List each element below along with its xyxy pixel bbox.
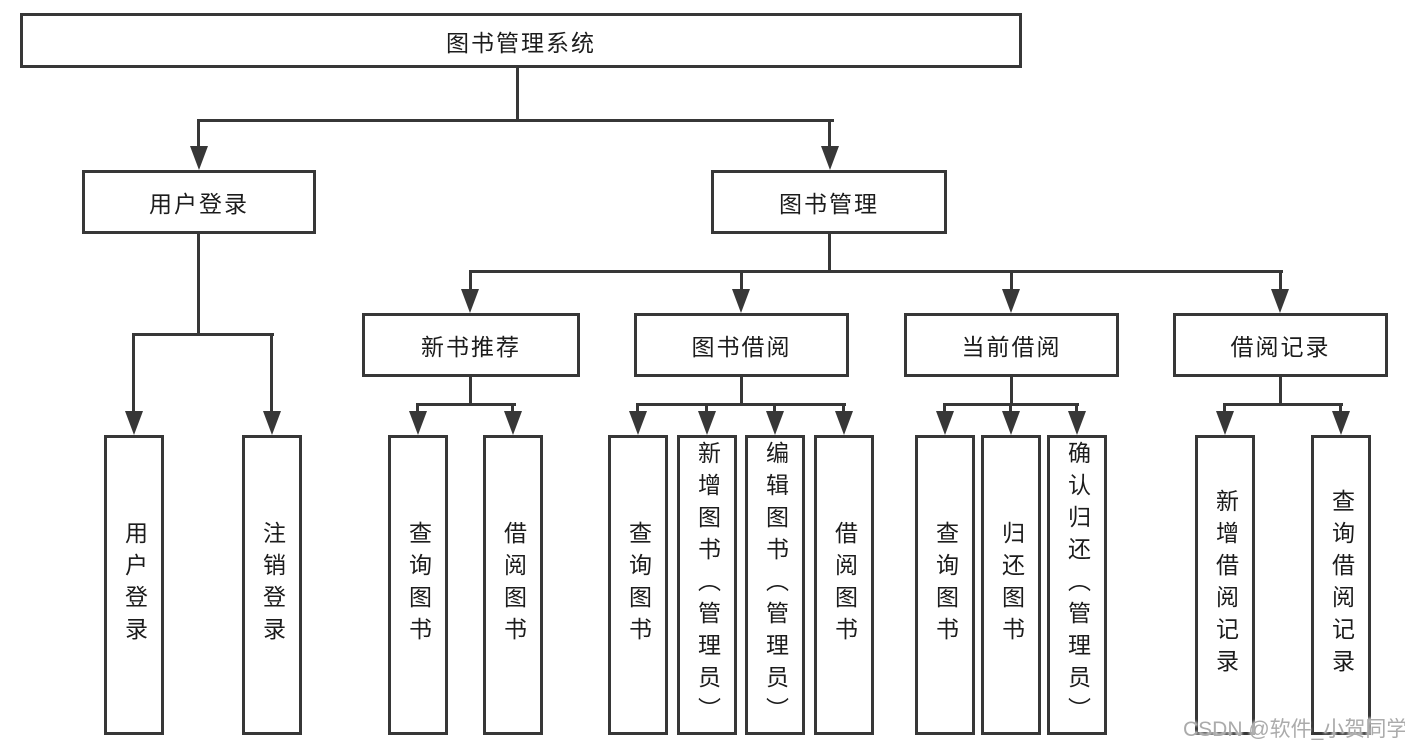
arrow-user-login-leaf bbox=[125, 411, 143, 435]
connector-user-stem bbox=[197, 234, 200, 335]
node-book-borrow: 图书借阅 bbox=[634, 313, 849, 377]
connector-borrow-drop bbox=[740, 270, 743, 292]
connector-user-child1-drop bbox=[132, 333, 135, 413]
arrow-g2-add-book bbox=[698, 411, 716, 435]
node-g4-add-borrow-record: 新增借阅记录 bbox=[1195, 435, 1255, 735]
connector-records-drop bbox=[1279, 270, 1282, 292]
connector-g2-stem bbox=[740, 377, 743, 406]
arrow-g2-borrow-books bbox=[835, 411, 853, 435]
connector-g2-branch bbox=[636, 403, 846, 406]
connector-root-branch bbox=[197, 119, 834, 122]
node-g4-add-borrow-record-label: 新增借阅记录 bbox=[1212, 489, 1239, 681]
connector-g1-c2-drop bbox=[511, 403, 514, 415]
arrow-book-borrow bbox=[732, 289, 750, 313]
arrow-g1-borrow-books bbox=[504, 411, 522, 435]
node-user-login-leaf-label: 用户登录 bbox=[121, 521, 148, 649]
node-g2-add-book-admin-label: 新增图书（管理员） bbox=[694, 441, 721, 729]
connector-g1-branch bbox=[416, 403, 516, 406]
connector-g3-c2-drop bbox=[1009, 403, 1012, 415]
node-g4-query-borrow-record: 查询借阅记录 bbox=[1311, 435, 1371, 735]
connector-g3-stem bbox=[1010, 377, 1013, 406]
arrow-g4-query-record bbox=[1332, 411, 1350, 435]
node-g3-query-books: 查询图书 bbox=[915, 435, 975, 735]
node-g1-borrow-books: 借阅图书 bbox=[483, 435, 543, 735]
node-g3-query-books-label: 查询图书 bbox=[932, 521, 959, 649]
arrow-g2-edit-book bbox=[766, 411, 784, 435]
node-g2-borrow-books: 借阅图书 bbox=[814, 435, 874, 735]
connector-g4-c2-drop bbox=[1339, 403, 1342, 415]
node-g2-borrow-books-label: 借阅图书 bbox=[831, 521, 858, 649]
connector-g4-c1-drop bbox=[1223, 403, 1226, 415]
connector-g1-c1-drop bbox=[416, 403, 419, 415]
arrow-new-book-rec bbox=[461, 289, 479, 313]
node-g2-add-book-admin: 新增图书（管理员） bbox=[677, 435, 737, 735]
connector-current-drop bbox=[1010, 270, 1013, 292]
node-library-system: 图书管理系统 bbox=[20, 13, 1022, 68]
node-logout-leaf-label: 注销登录 bbox=[259, 521, 286, 649]
node-g2-edit-book-admin-label: 编辑图书（管理员） bbox=[762, 441, 789, 729]
node-g1-query-books-label: 查询图书 bbox=[405, 521, 432, 649]
connector-user-child2-drop bbox=[270, 333, 273, 413]
node-g4-query-borrow-record-label: 查询借阅记录 bbox=[1328, 489, 1355, 681]
connector-mgmt-branch bbox=[469, 270, 1283, 273]
node-current-borrow: 当前借阅 bbox=[904, 313, 1119, 377]
node-g3-return-book-label: 归还图书 bbox=[998, 521, 1025, 649]
connector-g3-c3-drop bbox=[1075, 403, 1078, 415]
connector-g2-c2-drop bbox=[705, 403, 708, 415]
arrow-book-mgmt bbox=[821, 146, 839, 170]
arrow-g2-query-books bbox=[629, 411, 647, 435]
connector-g4-stem bbox=[1279, 377, 1282, 406]
connector-g4-branch bbox=[1223, 403, 1343, 406]
arrow-g1-query-books bbox=[409, 411, 427, 435]
node-g2-query-books-label: 查询图书 bbox=[625, 521, 652, 649]
connector-mgmt-drop bbox=[828, 119, 831, 149]
arrow-g3-return-book bbox=[1002, 411, 1020, 435]
arrow-g3-confirm-return bbox=[1068, 411, 1086, 435]
connector-newbook-drop bbox=[469, 270, 472, 292]
connector-g2-c1-drop bbox=[636, 403, 639, 415]
node-g3-confirm-return-admin: 确认归还（管理员） bbox=[1047, 435, 1107, 735]
node-g3-return-book: 归还图书 bbox=[981, 435, 1041, 735]
arrow-g4-add-record bbox=[1216, 411, 1234, 435]
arrow-g3-query-books bbox=[936, 411, 954, 435]
node-user-login-branch: 用户登录 bbox=[82, 170, 316, 234]
node-book-mgmt-branch: 图书管理 bbox=[711, 170, 947, 234]
node-logout-leaf: 注销登录 bbox=[242, 435, 302, 735]
connector-g2-c4-drop bbox=[842, 403, 845, 415]
node-g2-query-books: 查询图书 bbox=[608, 435, 668, 735]
connector-g1-stem bbox=[469, 377, 472, 406]
node-g1-borrow-books-label: 借阅图书 bbox=[500, 521, 527, 649]
node-borrow-records: 借阅记录 bbox=[1173, 313, 1388, 377]
arrow-borrow-records bbox=[1271, 289, 1289, 313]
connector-mgmt-stem bbox=[828, 234, 831, 273]
node-new-book-rec: 新书推荐 bbox=[362, 313, 580, 377]
node-g1-query-books: 查询图书 bbox=[388, 435, 448, 735]
node-g3-confirm-return-admin-label: 确认归还（管理员） bbox=[1064, 441, 1091, 729]
csdn-watermark: CSDN @软件_小贺同学 bbox=[1183, 718, 1405, 741]
node-user-login-leaf: 用户登录 bbox=[104, 435, 164, 735]
arrow-logout-leaf bbox=[263, 411, 281, 435]
connector-g2-c3-drop bbox=[773, 403, 776, 415]
connector-root-stem bbox=[516, 68, 519, 122]
connector-user-branch bbox=[132, 333, 274, 336]
connector-g3-c1-drop bbox=[943, 403, 946, 415]
connector-user-drop bbox=[197, 119, 200, 149]
node-g2-edit-book-admin: 编辑图书（管理员） bbox=[745, 435, 805, 735]
arrow-current-borrow bbox=[1002, 289, 1020, 313]
arrow-user-login bbox=[190, 146, 208, 170]
